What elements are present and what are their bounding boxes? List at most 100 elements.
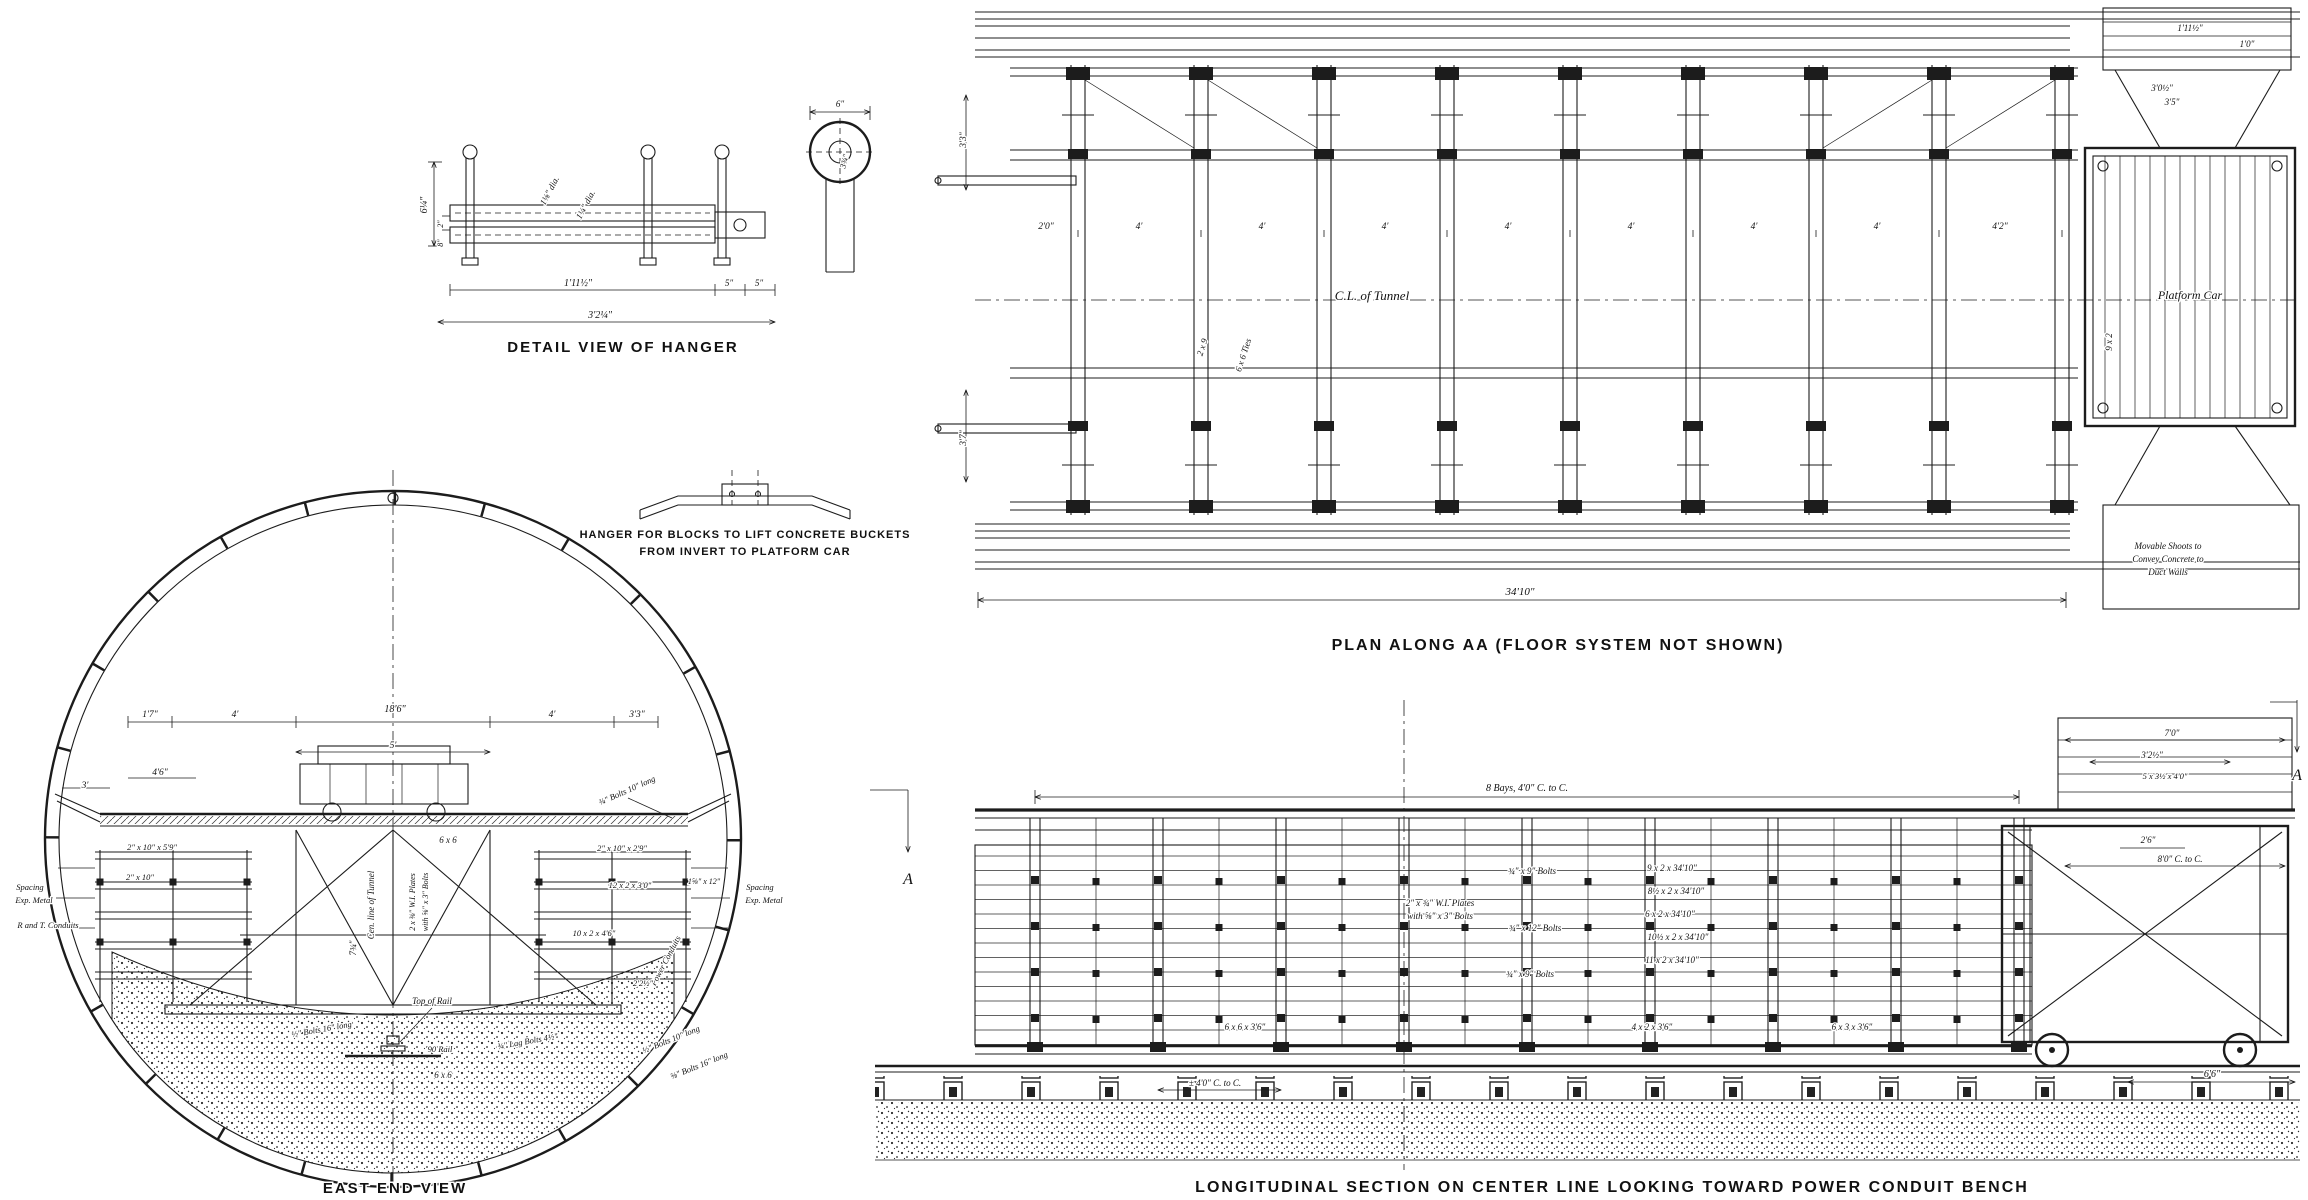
- dim-label: 4': [1259, 222, 1267, 232]
- hanger-blocks-caption-line1: HANGER FOR BLOCKS TO LIFT CONCRETE BUCKE…: [580, 529, 911, 541]
- dim-label: 2'0": [1038, 222, 1055, 232]
- plan-chute-box-top: [2102, 7, 2292, 149]
- plan-bents: [1061, 64, 2079, 516]
- dim-label: 8": [436, 239, 445, 247]
- dim-label: ⅝" Bolts 16" long: [669, 1049, 729, 1081]
- longitudinal-section-view: 8 Bays, 4'0" C. to C. ¾" x 9" Bolts 9 x 2 …: [870, 700, 2304, 1198]
- plan-rails-bottom: [975, 523, 2300, 570]
- dim-label: 1'11½": [564, 278, 593, 289]
- dim-label: 6 x 2 x 34'10": [1645, 909, 1695, 919]
- dim-label: ¾" Bolts 10" long: [597, 773, 657, 807]
- dim-label: 8 Bays, 4'0" C. to C.: [1486, 783, 1568, 794]
- dim-label: 6¼": [419, 196, 430, 214]
- dim-label: 3'2½": [2140, 750, 2163, 760]
- plan-dimension-lines: [966, 95, 2066, 608]
- dim-label: with ⅝" x 3" Bolts: [1407, 911, 1473, 921]
- hanger-bracket: [721, 483, 769, 506]
- dim-label: 2" x 10": [126, 872, 154, 882]
- platform-deck: [54, 793, 732, 827]
- dim-label: C.L. of Tunnel: [1335, 288, 1410, 303]
- dim-label: 2" x 10" x 5'9": [127, 842, 177, 852]
- dim-label: 3'7": [959, 429, 969, 447]
- dim-label: 4'6": [152, 768, 169, 778]
- dim-label: 2": [436, 220, 445, 228]
- dim-label: 1⅛" dia.: [538, 175, 561, 207]
- dim-label: Exp. Metal: [14, 895, 53, 905]
- dim-label: 4': [549, 710, 557, 720]
- eye-bolt-detail: [806, 106, 874, 273]
- dim-label: A: [902, 871, 913, 888]
- dim-label: 18'6": [384, 704, 406, 715]
- invert-rail-track: [345, 1035, 441, 1058]
- hanger-detail-caption: DETAIL VIEW OF HANGER: [507, 339, 738, 356]
- dim-label: 2'2½": [633, 978, 654, 988]
- dim-label: Top of Rail: [412, 996, 452, 1006]
- dim-label: 6 x 6 x 3'6": [1225, 1022, 1266, 1032]
- dim-label: 3¾": [837, 153, 851, 171]
- east-end-dimension-lines: [62, 716, 673, 1043]
- dim-label: 10 x 2 x 4'6": [573, 928, 616, 938]
- plan-chute-box-bottom: [2102, 425, 2300, 610]
- platform-car-plan: [2083, 146, 2297, 428]
- dim-label: Duct Walls: [2147, 567, 2188, 577]
- section-dimension-lines: [870, 700, 2297, 1090]
- dim-label: 5 x 3½ x 4'0": [2143, 771, 2188, 781]
- section-labels: 8 Bays, 4'0" C. to C. ¾" x 9" Bolts 9 x 2 …: [901, 727, 2304, 1090]
- dim-label: 34'10": [1505, 586, 1535, 598]
- concrete-bucket-car: [299, 745, 469, 822]
- dim-label: 4': [1382, 222, 1390, 232]
- dim-label: 9 x 2 x 34'10": [1647, 863, 1697, 873]
- dim-label: Cen. line of Tunnel: [366, 870, 376, 939]
- dim-label: 4': [232, 710, 240, 720]
- dim-label: 4 x 2 x 3'6": [1632, 1022, 1673, 1032]
- dim-label: 6'6": [2204, 1069, 2221, 1080]
- duct-bench-left: [56, 850, 253, 1002]
- dim-label: 5": [755, 278, 764, 288]
- dim-label: 3'3": [628, 710, 646, 720]
- dim-label: 5": [725, 278, 734, 288]
- dim-label: 4': [1136, 222, 1144, 232]
- dim-label: 4': [1628, 222, 1636, 232]
- east-end-caption: EAST END VIEW: [323, 1180, 467, 1197]
- dim-label: 2" x 10" x 2'9": [597, 843, 647, 853]
- hanger-blocks-caption-line2: FROM INVERT TO PLATFORM CAR: [639, 546, 850, 558]
- dim-label: Spacing: [746, 882, 773, 892]
- dim-label: 6 x 6: [434, 1070, 452, 1080]
- dim-label: A: [2291, 767, 2302, 784]
- dim-label: with ⅝" x 3" Bolts: [421, 873, 430, 932]
- car-wheel: [2222, 1032, 2258, 1068]
- dim-label: Convey Concrete to: [2132, 554, 2204, 564]
- dim-label: 5': [390, 741, 398, 751]
- dim-label: 9 x 2: [2104, 333, 2114, 351]
- dim-label: ¾" x 9" Bolts: [1508, 866, 1557, 876]
- dim-label: 8½ x 2 x 34'10": [1648, 886, 1705, 896]
- dim-label: 4'2": [1992, 222, 2009, 232]
- dim-label: 11 x 2 x 34'10": [1645, 955, 1699, 965]
- dim-label: 7'0": [2165, 728, 2180, 738]
- dim-label: 10½ x 2 x 34'10": [1648, 932, 1709, 942]
- plan-rails-top: [975, 11, 2300, 58]
- hanger-bars: [449, 204, 766, 244]
- dim-label: 3'3": [959, 131, 969, 149]
- dim-label: 2 x ⅜" W.I. Plates: [408, 873, 417, 931]
- hanger-detail-labels: 6¼"2"8"1⅛" dia.1¼" dia.1'11½"5"5"3'2¼"6"…: [418, 98, 852, 323]
- dim-label: 1'11½": [2177, 23, 2203, 33]
- dim-label: 12 x 2 x 3'0": [609, 880, 652, 890]
- car-wheel: [322, 802, 342, 822]
- bench-planking: [974, 844, 2033, 1046]
- dim-label: 4': [1751, 222, 1759, 232]
- dim-label: 6 x 3 x 3'6": [1832, 1022, 1873, 1032]
- dim-label: Platform Car: [2157, 288, 2223, 302]
- car-wheel: [426, 802, 446, 822]
- dim-label: 6 x 6: [439, 835, 457, 845]
- dim-label: Spacing: [16, 882, 43, 892]
- dim-label: 4': [1505, 222, 1513, 232]
- tunnel-lining-joints: [45, 491, 741, 1187]
- dim-label: 2'6": [2141, 835, 2156, 845]
- hanger-for-blocks-sketch: HANGER FOR BLOCKS TO LIFT CONCRETE BUCKE…: [578, 470, 911, 560]
- trestle-bracing: [164, 829, 622, 1015]
- dim-label: Movable Shoots to: [2134, 541, 2202, 551]
- plan-left-rods: [934, 175, 1077, 434]
